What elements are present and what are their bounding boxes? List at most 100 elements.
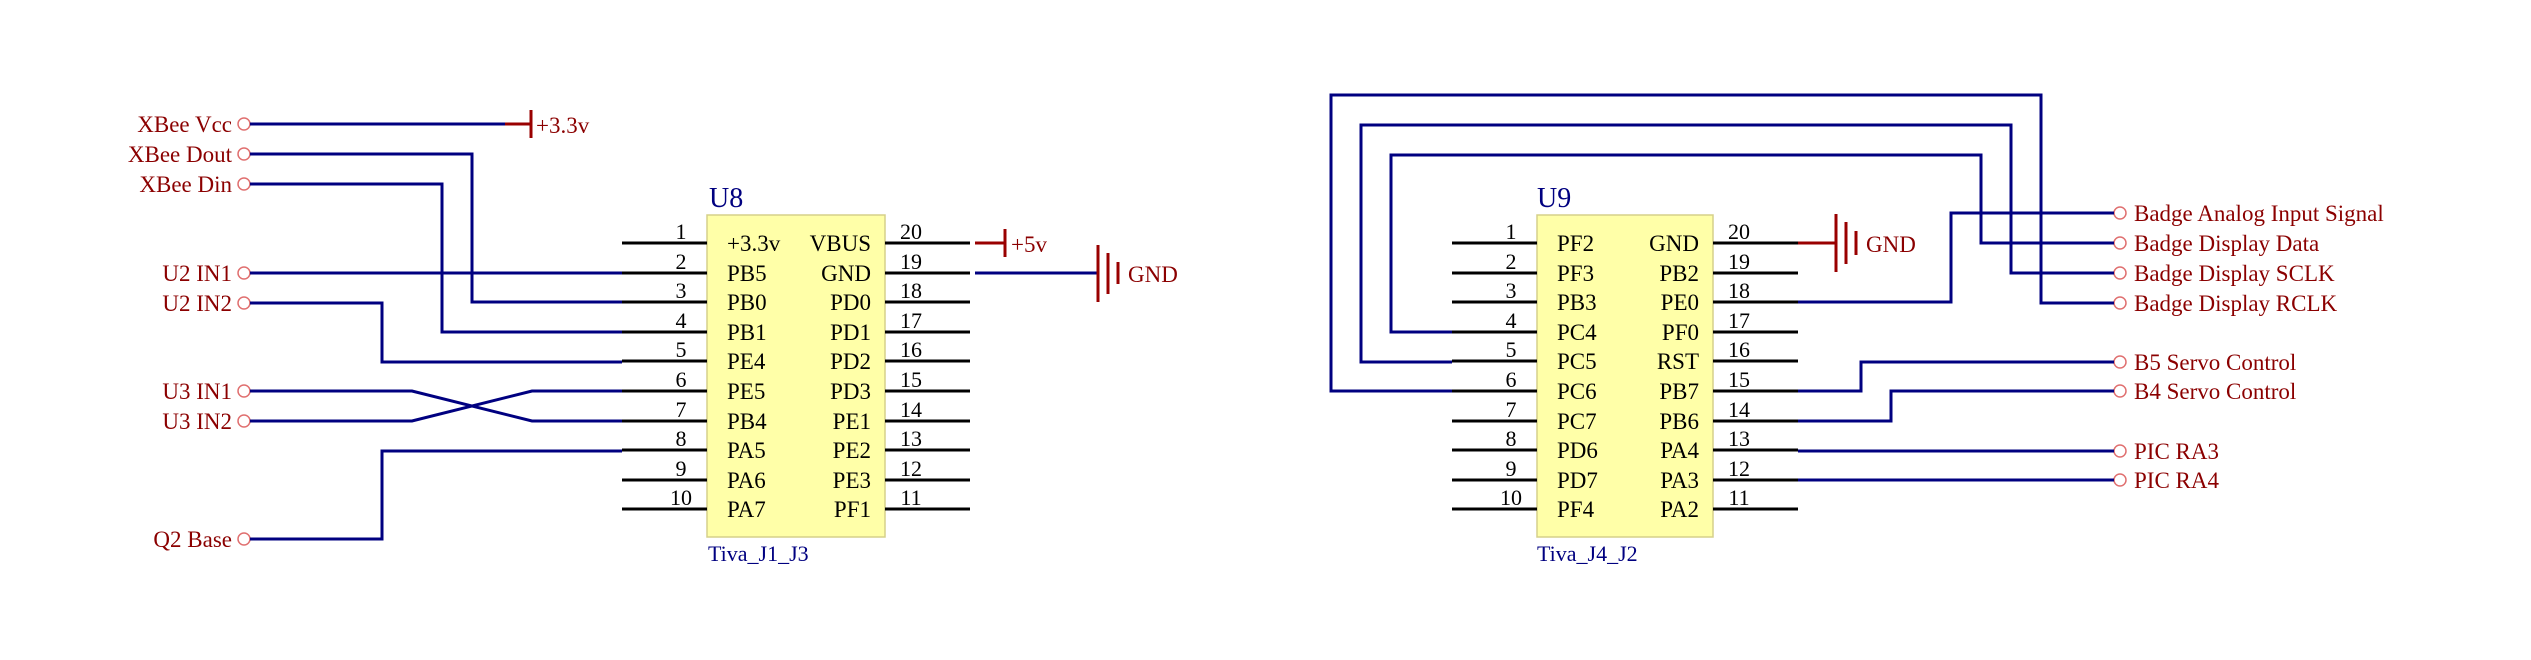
u8-pin-1[interactable]: 1+3.3v: [622, 219, 781, 256]
port-b5-servo[interactable]: B5 Servo Control: [2113, 350, 2296, 375]
port-label: XBee Dout: [128, 142, 233, 167]
u8-ref-label: U8: [709, 183, 743, 214]
power-5v: +5v: [975, 229, 1047, 257]
port-u2-in1[interactable]: U2 IN1: [162, 261, 251, 286]
pin-name: PB3: [1557, 290, 1597, 315]
port-pic-ra3[interactable]: PIC RA3: [2113, 439, 2219, 464]
port-b4-servo[interactable]: B4 Servo Control: [2113, 379, 2296, 404]
pin-number: 13: [1728, 426, 1750, 451]
power-3v3-label: +3.3v: [536, 113, 590, 138]
pin-name: PD1: [830, 320, 871, 345]
u9-right-pins: 20GND19PB218PE017PF016RST15PB714PB613PA4…: [1649, 219, 1798, 522]
pin-number: 19: [900, 249, 922, 274]
port-badge-sclk[interactable]: Badge Display SCLK: [2113, 261, 2335, 286]
pin-number: 16: [1728, 337, 1750, 362]
wire-q2-base: [250, 449, 622, 541]
u8-pin-13[interactable]: 13 PE2: [833, 426, 970, 463]
pin-number: 14: [1728, 397, 1750, 422]
pin-name: PB0: [727, 290, 767, 315]
pin-name: PB7: [1659, 379, 1699, 404]
pin-name: PB1: [727, 320, 767, 345]
port-label: B4 Servo Control: [2134, 379, 2296, 404]
wire-badge-data: [1389, 153, 2114, 334]
u8-wires: [250, 122, 1098, 541]
pin-name: PA2: [1660, 497, 1699, 522]
pin-name: PF4: [1557, 497, 1595, 522]
port-badge-rclk[interactable]: Badge Display RCLK: [2113, 291, 2338, 316]
port-xbee-dout[interactable]: XBee Dout: [128, 142, 251, 167]
pin-number: 13: [900, 426, 922, 451]
port-pic-ra4[interactable]: PIC RA4: [2113, 468, 2219, 493]
pin-number: 1: [1506, 219, 1517, 244]
pin-name: PD2: [830, 349, 871, 374]
pin-number: 12: [900, 456, 922, 481]
port-label: Q2 Base: [153, 527, 232, 552]
port-q2-base[interactable]: Q2 Base: [153, 527, 251, 552]
pin-name: PE4: [727, 349, 766, 374]
pin-number: 15: [900, 367, 922, 392]
port-u3-in1[interactable]: U3 IN1: [162, 379, 251, 404]
port-xbee-vcc[interactable]: XBee Vcc: [137, 112, 251, 137]
port-terminal: [2113, 236, 2127, 250]
pin-name: PF3: [1557, 261, 1594, 286]
pin-number: 4: [1506, 308, 1517, 333]
u8-comment-label: Tiva_J1_J3: [708, 541, 809, 566]
port-badge-data[interactable]: Badge Display Data: [2113, 231, 2319, 256]
power-5v-label: +5v: [1011, 232, 1047, 257]
ground-u9: GND: [1798, 214, 1916, 272]
pin-name: PC5: [1557, 349, 1597, 374]
port-u3-in2[interactable]: U3 IN2: [162, 409, 251, 434]
port-terminal: [2113, 296, 2127, 310]
port-xbee-din[interactable]: XBee Din: [139, 172, 251, 197]
port-label: Badge Display SCLK: [2134, 261, 2335, 286]
port-u2-in2[interactable]: U2 IN2: [162, 291, 251, 316]
pin-name: PC6: [1557, 379, 1597, 404]
pin-name: PA6: [727, 468, 766, 493]
port-badge-analog[interactable]: Badge Analog Input Signal: [2113, 201, 2384, 226]
pin-name: GND: [1649, 231, 1699, 256]
pin-name: PE2: [833, 438, 871, 463]
port-label: Badge Display RCLK: [2134, 291, 2338, 316]
pin-number: 20: [900, 219, 922, 244]
